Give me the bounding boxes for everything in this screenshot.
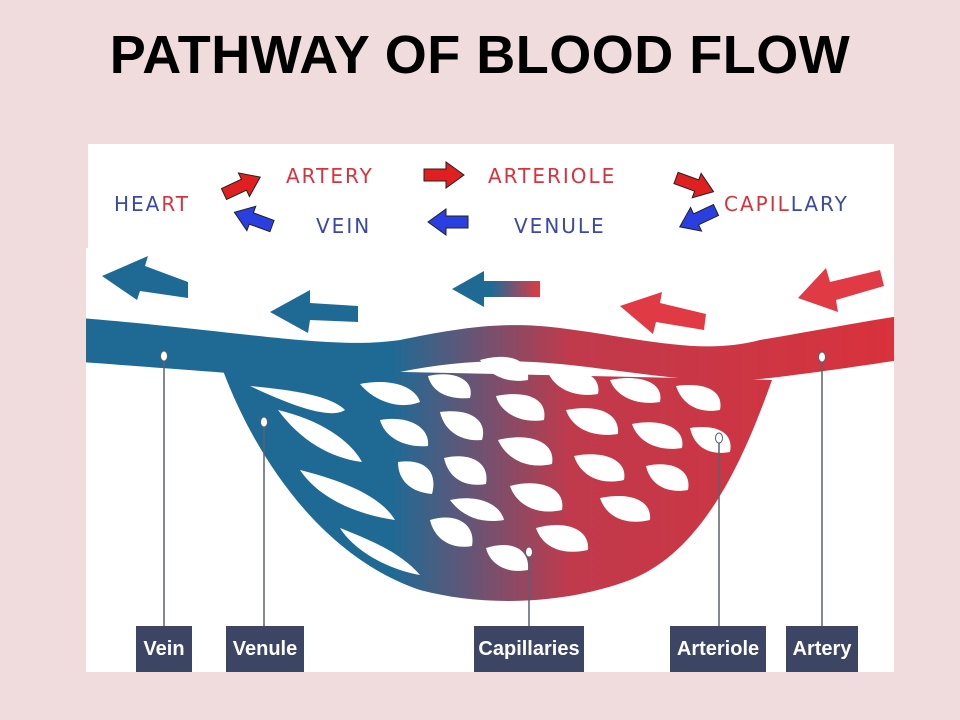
direction-arrow-3 [452, 271, 540, 307]
capillary-label-part-1: CAPIL [724, 192, 791, 216]
direction-arrow-1 [102, 256, 188, 300]
flow-summary-panel [88, 144, 894, 248]
pointer-dots [160, 350, 826, 558]
heart-label-part-1: HEA [114, 192, 162, 216]
dot-arteriole [715, 432, 723, 444]
dot-vein [160, 350, 168, 362]
label-capillaries: Capillaries [474, 626, 584, 672]
vessel-network [86, 316, 894, 601]
heart-label-part-2: RT [161, 192, 191, 216]
capillary-label-part-2: LARY [790, 192, 849, 216]
flow-vein-label: VEIN [316, 214, 372, 238]
direction-arrow-2 [270, 290, 358, 333]
label-arteriole: Arteriole [670, 626, 766, 672]
pointer-lines [163, 356, 823, 626]
dot-venule [260, 416, 268, 428]
flow-heart-label: HEART [114, 192, 190, 216]
direction-arrows [102, 256, 884, 334]
flow-artery-label: ARTERY [286, 164, 374, 188]
dot-artery [818, 351, 826, 363]
direction-arrow-5 [798, 268, 884, 312]
label-venule: Venule [226, 626, 304, 672]
page-title: PATHWAY OF BLOOD FLOW [109, 25, 851, 85]
label-artery: Artery [786, 626, 858, 672]
flow-arteriole-label: ARTERIOLE [488, 164, 617, 188]
flow-venule-label: VENULE [514, 214, 606, 238]
direction-arrow-4 [620, 292, 706, 334]
dot-capillaries [525, 546, 533, 558]
flow-capillary-label: CAPILLARY [724, 192, 849, 216]
label-vein: Vein [136, 626, 192, 672]
main-vessel [86, 316, 894, 381]
